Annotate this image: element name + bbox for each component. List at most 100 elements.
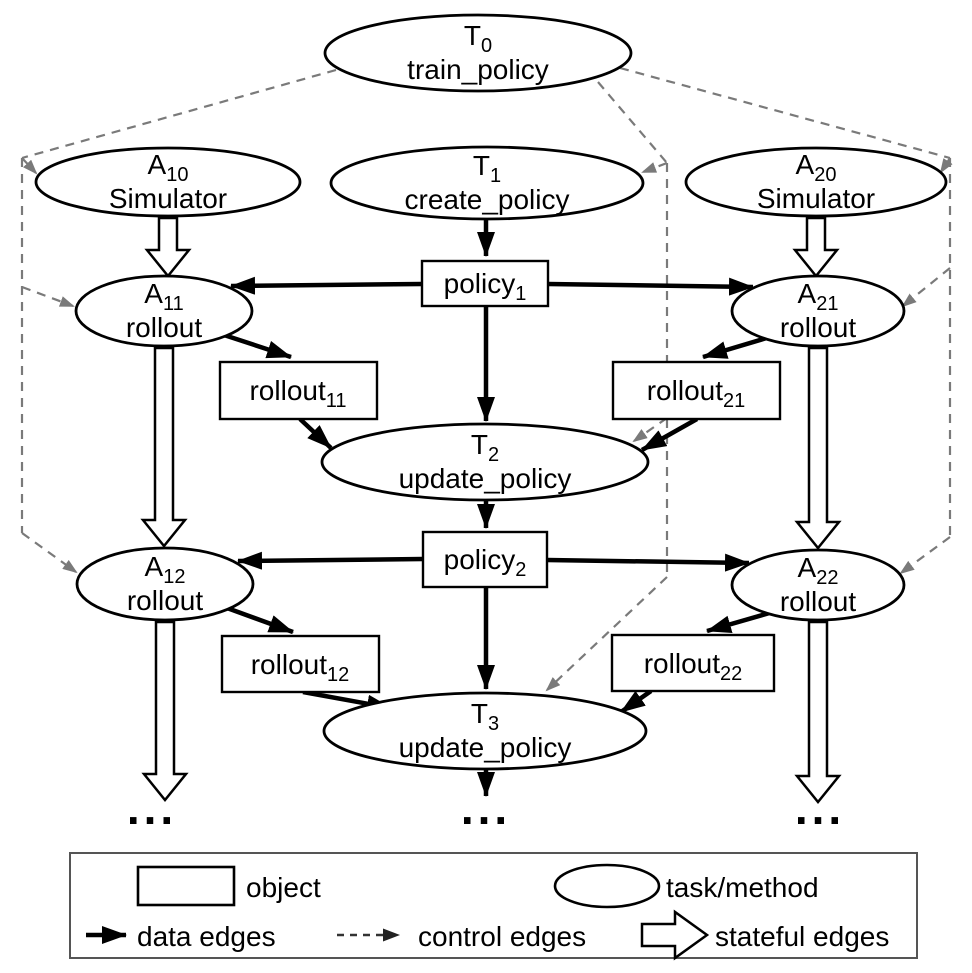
control-edge-t0-right-rail (619, 66, 951, 160)
task-ellipse (730, 274, 906, 348)
data-edge-a21-rollout21 (702, 334, 771, 360)
node-a12-rollout: A12 rollout (75, 546, 255, 622)
node-label: rollout (127, 585, 203, 616)
legend-control-label: control edges (418, 921, 586, 952)
data-edge-a12-rollout12 (226, 605, 294, 635)
task-ellipse (684, 146, 948, 218)
ellipsis-center: ... (461, 782, 511, 834)
legend-task-label: task/method (666, 872, 819, 903)
stateful-edges (140, 216, 842, 804)
object-rect (420, 259, 550, 308)
control-edge-t0-a10 (21, 157, 38, 175)
data-edge-rollout22-t3 (619, 689, 653, 714)
node-label: Simulator (109, 183, 227, 214)
control-edges (20, 66, 953, 692)
object-rect (218, 360, 379, 421)
control-edge-t0-a21 (901, 267, 951, 308)
data-edges (223, 220, 774, 797)
object-rect (421, 530, 549, 589)
node-label: policy2 (444, 544, 527, 581)
node-symbol: A22 (798, 552, 839, 589)
node-t3-update-policy: T3 update_policy (322, 691, 648, 771)
data-edge-a11-rollout11 (223, 332, 292, 360)
node-t0-train-policy: T0 train_policy (323, 13, 633, 93)
node-label: update_policy (399, 463, 572, 494)
node-rollout11: rollout11 (218, 360, 379, 421)
task-ellipse (323, 13, 633, 93)
legend-stateful-arrow (640, 909, 710, 961)
control-edge-t0-mid-rail (597, 81, 668, 164)
node-label: Simulator (757, 183, 875, 214)
node-label: rollout (780, 586, 856, 617)
node-policy2: policy2 (421, 530, 549, 589)
legend-object-swatch (136, 865, 236, 907)
legend-task-swatch (553, 863, 661, 909)
task-ellipse (34, 146, 302, 218)
stateful-edge-a21-a22 (794, 346, 842, 550)
node-a22-rollout: A22 rollout (730, 548, 906, 622)
node-t1-create-policy: T1 create_policy (329, 145, 645, 221)
node-rollout21: rollout21 (611, 360, 782, 421)
node-label: policy1 (444, 268, 527, 305)
continuation-marks: ... ... ... (127, 782, 841, 834)
control-edge-t0-a20 (939, 157, 953, 174)
legend: object task/method data edges control ed… (69, 852, 918, 961)
data-edge-policy2-a12 (237, 551, 424, 570)
object-rect (611, 360, 782, 421)
nodes: T0 train_policy A10 Simulator T1 create_… (34, 13, 948, 771)
node-symbol: T1 (473, 150, 501, 187)
node-label: rollout12 (251, 649, 350, 686)
object-rect (220, 634, 381, 694)
node-a21-rollout: A21 rollout (730, 274, 906, 348)
stateful-edge-a11-a12 (140, 346, 188, 548)
node-t2-update-policy: T2 update_policy (320, 422, 650, 502)
node-rollout12: rollout12 (220, 634, 381, 694)
data-edge-rollout21-t2 (640, 417, 699, 452)
legend-data-label: data edges (137, 921, 276, 952)
stateful-edge-a22-more (794, 620, 842, 804)
stateful-edge-a12-more (141, 620, 189, 802)
node-label: rollout (780, 312, 856, 343)
node-a10-simulator: A10 Simulator (34, 146, 302, 218)
control-edge-t0-a22 (899, 536, 951, 575)
node-label: create_policy (405, 184, 570, 215)
task-ellipse (322, 691, 648, 771)
task-ellipse (329, 145, 645, 221)
task-ellipse (730, 548, 906, 622)
node-label: rollout21 (647, 375, 746, 412)
control-edge-t0-t3 (545, 576, 668, 692)
data-edge-policy1-a11 (230, 276, 423, 295)
node-label: train_policy (407, 54, 549, 85)
control-edge-t0-a12 (21, 532, 78, 574)
node-label: rollout11 (249, 375, 346, 412)
node-policy1: policy1 (420, 259, 550, 308)
task-ellipse (320, 422, 650, 502)
node-symbol: A12 (145, 551, 186, 588)
node-label: rollout (126, 312, 202, 343)
legend-stateful-label: stateful edges (715, 921, 889, 952)
control-edge-t0-t1 (641, 161, 668, 174)
node-label: rollout22 (644, 648, 743, 685)
task-ellipse (74, 274, 254, 348)
node-symbol: T3 (471, 698, 499, 735)
data-edge-rollout11-t2 (298, 417, 333, 450)
data-edge-policy1-a21 (547, 277, 754, 296)
legend-object-label: object (246, 872, 321, 903)
node-a11-rollout: A11 rollout (74, 274, 254, 348)
ellipsis-left: ... (127, 782, 177, 834)
node-a20-simulator: A20 Simulator (684, 146, 948, 218)
stateful-edge-a20-a21 (792, 216, 840, 278)
control-edge-t0-a11 (21, 285, 75, 308)
node-label: update_policy (399, 732, 572, 763)
task-ellipse (75, 546, 255, 622)
node-symbol: A21 (798, 278, 839, 315)
node-symbol: A10 (148, 149, 189, 186)
stateful-edge-a10-a11 (144, 216, 192, 278)
node-symbol: T0 (464, 20, 492, 57)
node-rollout22: rollout22 (610, 633, 776, 693)
node-symbol: T2 (471, 429, 499, 466)
object-rect (610, 633, 776, 693)
node-symbol: A11 (144, 278, 183, 315)
